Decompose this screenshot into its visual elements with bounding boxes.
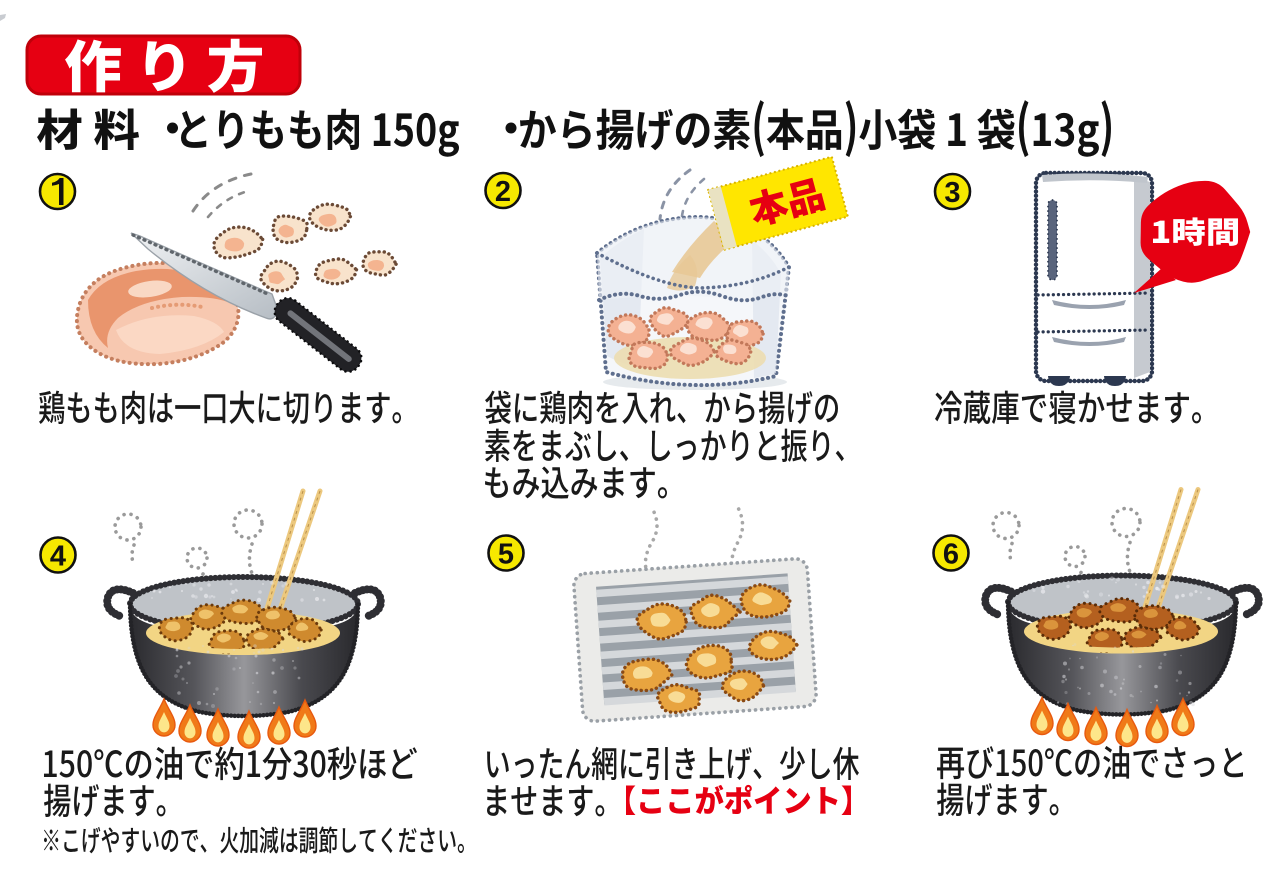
svg-text:2: 2 bbox=[495, 176, 511, 208]
svg-text:6: 6 bbox=[943, 539, 959, 571]
svg-text:4: 4 bbox=[50, 541, 66, 573]
svg-text:3: 3 bbox=[944, 177, 960, 209]
svg-text:5: 5 bbox=[498, 539, 514, 571]
